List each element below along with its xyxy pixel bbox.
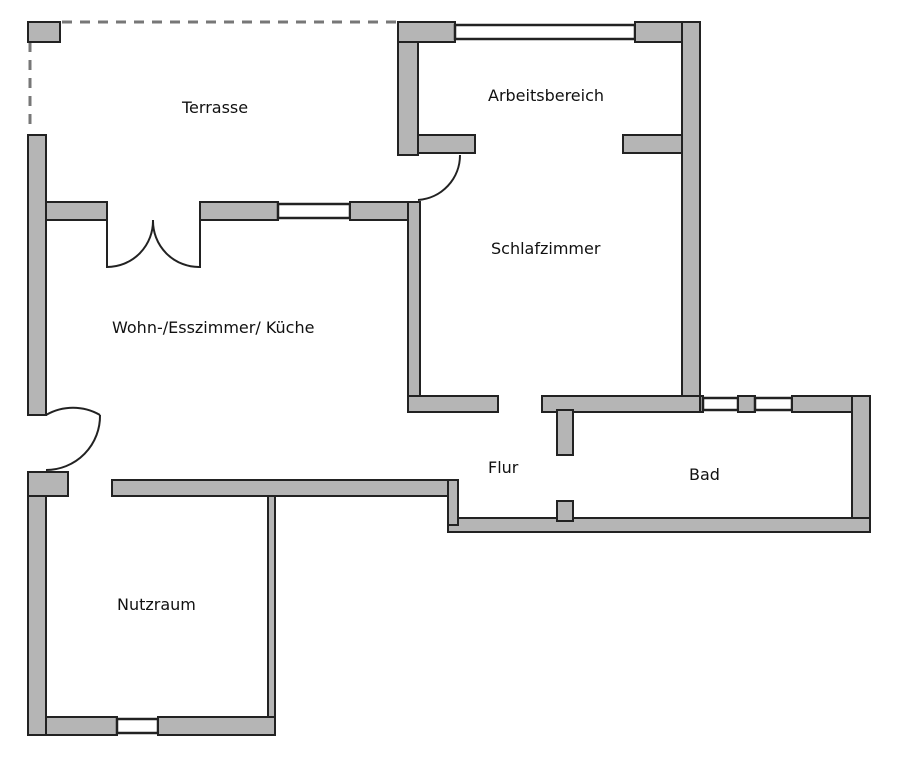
wall xyxy=(267,495,276,736)
room-label-flur: Flur xyxy=(488,458,519,477)
wall xyxy=(447,479,459,526)
wall xyxy=(737,395,756,413)
room-label-wohn-esszimmer-kueche: Wohn-/Esszimmer/ Küche xyxy=(112,318,315,337)
room-label-schlafzimmer: Schlafzimmer xyxy=(491,239,601,258)
wall xyxy=(417,134,476,154)
wall xyxy=(447,517,871,533)
room-label-terrasse: Terrasse xyxy=(182,98,249,117)
terrace-post xyxy=(27,21,61,43)
wall xyxy=(556,500,574,522)
room-label-arbeitsbereich: Arbeitsbereich xyxy=(488,86,605,105)
wall xyxy=(27,471,69,497)
wall xyxy=(681,21,701,413)
wall xyxy=(45,716,118,736)
window xyxy=(115,717,160,735)
wall xyxy=(622,134,684,154)
room-label-nutzraum: Nutzraum xyxy=(117,595,196,614)
wall xyxy=(199,201,279,221)
window xyxy=(753,396,794,412)
terrace-double-door[interactable] xyxy=(106,219,201,269)
window xyxy=(701,396,740,412)
wall xyxy=(851,395,871,533)
entrance-door[interactable] xyxy=(45,406,102,471)
wall xyxy=(556,409,574,456)
wall xyxy=(27,471,47,736)
wall xyxy=(349,201,413,221)
window xyxy=(276,202,352,220)
wall xyxy=(45,201,108,221)
office-door[interactable] xyxy=(417,154,462,201)
window xyxy=(453,23,637,41)
wall xyxy=(27,134,47,416)
wall xyxy=(407,201,421,413)
wall xyxy=(157,716,276,736)
room-label-bad: Bad xyxy=(689,465,720,484)
terrace-boundary xyxy=(28,20,398,125)
wall xyxy=(407,395,499,413)
wall xyxy=(397,21,456,43)
wall xyxy=(111,479,459,497)
